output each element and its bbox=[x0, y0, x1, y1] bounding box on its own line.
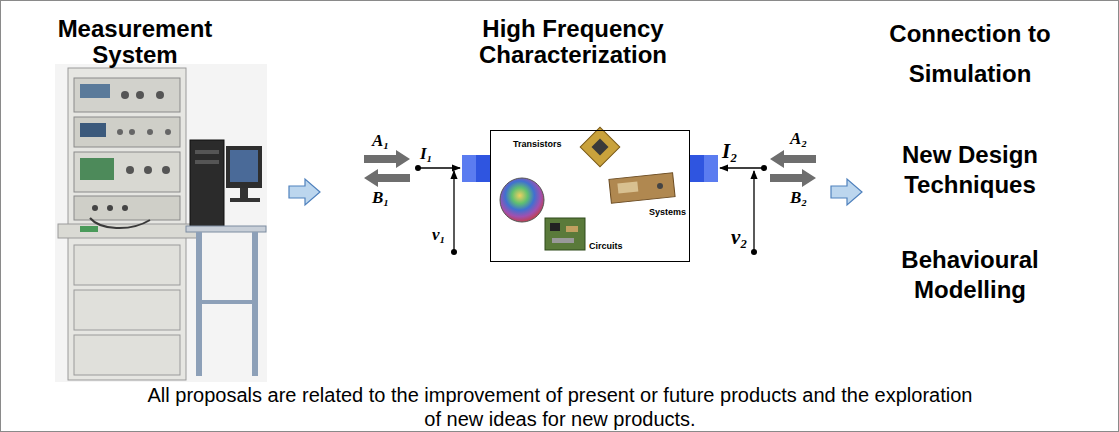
voltage-wire bbox=[453, 171, 454, 252]
column-heading: Connection to Simulation bbox=[878, 14, 1062, 94]
wave-arrow bbox=[770, 150, 816, 168]
circuit-board bbox=[545, 218, 585, 250]
terminal-dot bbox=[451, 249, 457, 255]
port bbox=[462, 155, 476, 182]
caption: All proposals are related to the improve… bbox=[140, 383, 980, 431]
signal-name: I₂ bbox=[722, 140, 738, 162]
flow-arrow bbox=[289, 179, 320, 205]
signal-name: v₂ bbox=[731, 226, 748, 248]
part-label: Circuits bbox=[589, 241, 623, 252]
two-port-box: TransistorsSystemsCircuits bbox=[490, 130, 690, 262]
port bbox=[476, 155, 490, 182]
wave-arrow bbox=[364, 169, 410, 187]
column-heading: New Design Techniques bbox=[878, 140, 1062, 200]
terminal-dot bbox=[415, 165, 421, 171]
measurement-system-photo bbox=[55, 64, 267, 382]
wave-arrow bbox=[770, 169, 816, 187]
current-wire bbox=[720, 167, 764, 168]
column-heading: Behavioural Modelling bbox=[878, 245, 1062, 305]
transistor-chip bbox=[580, 127, 620, 167]
column-heading: Measurement System bbox=[45, 16, 225, 68]
wave-arrow bbox=[364, 150, 410, 168]
voltage-wire bbox=[753, 171, 754, 252]
signal-name: A₂ bbox=[790, 130, 807, 148]
signal-name: A₁ bbox=[372, 132, 389, 150]
signal-name: v₁ bbox=[432, 226, 445, 244]
current-wire bbox=[418, 167, 460, 168]
wafer bbox=[500, 178, 544, 222]
column-heading: High Frequency Characterization bbox=[458, 16, 688, 68]
signal-name: B₂ bbox=[790, 189, 807, 207]
terminal-dot bbox=[751, 249, 757, 255]
system-module bbox=[609, 173, 675, 204]
part-label: Systems bbox=[649, 207, 686, 218]
port bbox=[704, 155, 718, 182]
part-label: Transistors bbox=[513, 139, 562, 150]
signal-name: B₁ bbox=[372, 189, 389, 207]
signal-name: I₁ bbox=[420, 145, 433, 163]
terminal-dot bbox=[761, 165, 767, 171]
port bbox=[690, 155, 704, 182]
flow-arrow bbox=[831, 179, 862, 205]
